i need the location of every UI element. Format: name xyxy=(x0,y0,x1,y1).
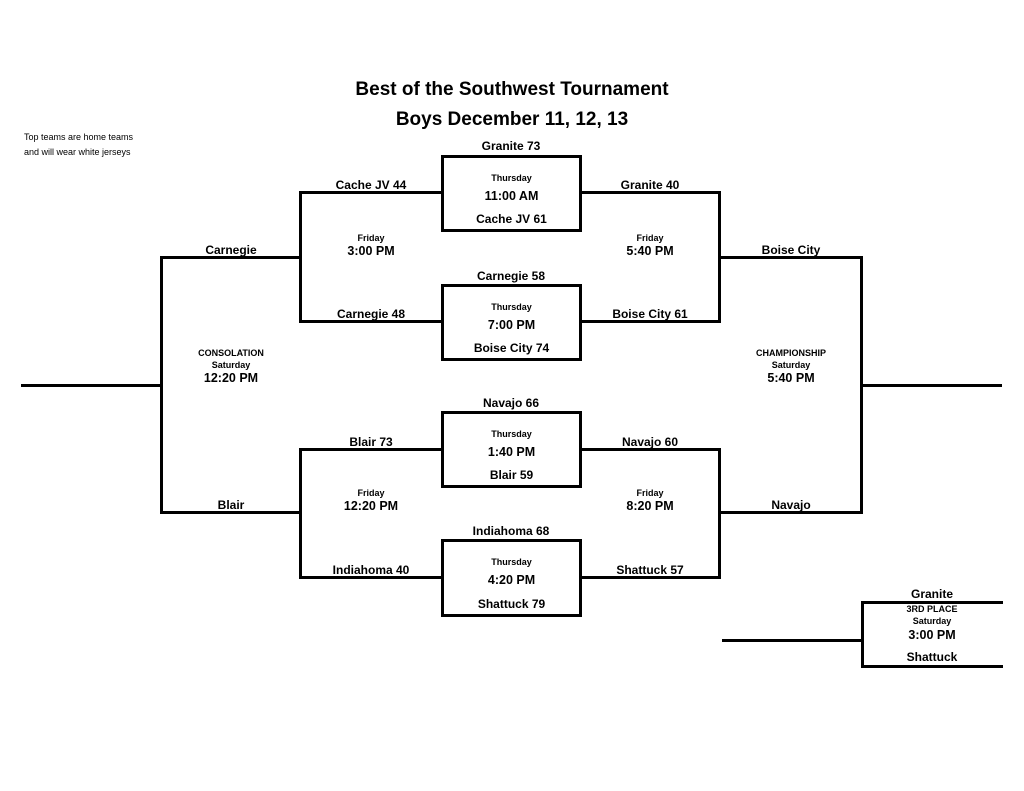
home-team-note-line2: and will wear white jerseys xyxy=(24,147,131,157)
game-day-label: Friday xyxy=(636,488,664,498)
game-time-label: 12:20 PM xyxy=(203,371,259,385)
team-score-label: Cache JV 44 xyxy=(335,178,407,192)
team-score-label: Shattuck 79 xyxy=(477,597,546,611)
game-time-label: 3:00 PM xyxy=(347,244,395,258)
championship-label: CHAMPIONSHIP xyxy=(755,348,827,358)
game-day-label: Saturday xyxy=(912,616,952,626)
home-team-note: Top teams are home teams and will wear w… xyxy=(24,130,133,160)
team-score-label: Shattuck xyxy=(906,650,958,664)
bracket-line-boise-city-61 xyxy=(582,320,721,323)
team-score-label: Shattuck 57 xyxy=(616,563,684,577)
team-score-label: Granite 73 xyxy=(481,139,541,153)
consolation-final-schedule: CONSOLATION Saturday 12:20 PM xyxy=(198,347,264,385)
bracket-line-navajo-winner xyxy=(718,511,863,514)
game-box-thursday-1: Thursday 11:00 AM Cache JV 61 xyxy=(441,155,582,232)
team-score-label: Carnegie 58 xyxy=(476,269,546,283)
team-score-label: Blair 73 xyxy=(349,435,393,449)
game-schedule: Friday 8:20 PM xyxy=(626,487,673,513)
game-day-label: Thursday xyxy=(491,173,532,183)
game-time-label: 8:20 PM xyxy=(626,499,674,513)
game-schedule: Friday 3:00 PM xyxy=(347,232,394,258)
bracket-line-championship-winner xyxy=(861,384,1002,387)
home-team-note-line1: Top teams are home teams xyxy=(24,132,134,142)
team-score-label: Navajo 60 xyxy=(621,435,679,449)
game-time-label: 5:40 PM xyxy=(626,244,674,258)
game-time-label: 11:00 AM xyxy=(484,189,539,203)
page-title: Best of the Southwest Tournament xyxy=(355,79,669,100)
third-place-label: 3RD PLACE xyxy=(906,604,958,614)
bracket-line-boise-city-winner xyxy=(718,256,863,259)
winner-team-label: Carnegie xyxy=(205,243,257,257)
game-day-label: Thursday xyxy=(491,557,532,567)
game-schedule: Friday 12:20 PM xyxy=(344,487,398,513)
team-score-label: Granite 40 xyxy=(620,178,680,192)
winner-team-label: Blair xyxy=(217,498,245,512)
bracket-line-indiahoma-40 xyxy=(299,576,441,579)
game-day-label: Saturday xyxy=(771,360,811,370)
bracket-connector-consolation-final xyxy=(160,256,163,514)
team-score-label: Granite xyxy=(910,587,954,601)
bracket-line-carnegie-48 xyxy=(299,320,441,323)
team-score-label: Indiahoma 68 xyxy=(472,524,550,538)
championship-final-schedule: CHAMPIONSHIP Saturday 5:40 PM xyxy=(756,347,826,385)
bracket-line-granite-40 xyxy=(582,191,721,194)
bracket-connector-third-place xyxy=(861,601,864,668)
game-day-label: Friday xyxy=(357,488,385,498)
game-time-label: 4:20 PM xyxy=(487,573,536,587)
page-subtitle: Boys December 11, 12, 13 xyxy=(395,109,629,130)
game-box-thursday-3: Thursday 1:40 PM Blair 59 xyxy=(441,411,582,488)
game-time-label: 12:20 PM xyxy=(343,499,399,513)
team-score-label: Carnegie 48 xyxy=(336,307,406,321)
game-schedule: Friday 5:40 PM xyxy=(626,232,673,258)
team-score-label: Boise City 61 xyxy=(612,307,688,321)
game-day-label: Thursday xyxy=(491,429,532,439)
bracket-line-navajo-60 xyxy=(582,448,721,451)
game-time-label: 7:00 PM xyxy=(487,318,536,332)
game-box-thursday-4: Thursday 4:20 PM Shattuck 79 xyxy=(441,539,582,617)
bracket-line-third-place-bottom xyxy=(861,665,1003,668)
bracket-line-consolation-winner xyxy=(21,384,161,387)
bracket-line-shattuck-57 xyxy=(582,576,721,579)
winner-team-label: Navajo xyxy=(771,498,811,512)
game-time-label: 3:00 PM xyxy=(908,628,956,642)
game-day-label: Friday xyxy=(357,233,385,243)
game-box-thursday-2: Thursday 7:00 PM Boise City 74 xyxy=(441,284,582,361)
team-score-label: Cache JV 61 xyxy=(476,212,547,226)
game-time-label: 1:40 PM xyxy=(487,445,536,459)
winner-team-label: Boise City xyxy=(761,243,821,257)
team-score-label: Indiahoma 40 xyxy=(332,563,410,577)
team-score-label: Blair 59 xyxy=(489,468,534,482)
team-score-label: Boise City 74 xyxy=(473,341,550,355)
bracket-line-blair-73 xyxy=(299,448,441,451)
bracket-line-cache-jv-44 xyxy=(299,191,441,194)
game-day-label: Thursday xyxy=(491,302,532,312)
bracket-line-blair-winner xyxy=(161,511,302,514)
bracket-line-carnegie-winner xyxy=(161,256,302,259)
team-score-label: Navajo 66 xyxy=(482,396,540,410)
consolation-label: CONSOLATION xyxy=(198,348,264,358)
game-day-label: Saturday xyxy=(211,360,251,370)
bracket-line-third-place-top xyxy=(861,601,1003,604)
game-time-label: 5:40 PM xyxy=(767,371,815,385)
bracket-line-third-place-winner xyxy=(722,639,863,642)
game-day-label: Friday xyxy=(636,233,664,243)
